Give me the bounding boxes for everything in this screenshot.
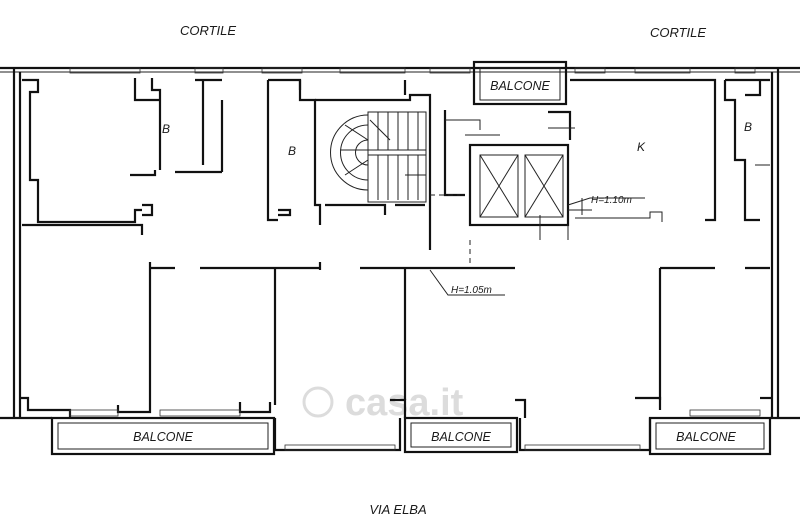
courtyard-label-left: CORTILE [180, 23, 236, 38]
room-walls-upper-right [723, 78, 770, 222]
room-label-bath-3: B [744, 120, 752, 134]
room-walls-lower [148, 262, 770, 405]
balcony-bottom-left [50, 416, 276, 456]
room-label-bath-1: B [162, 122, 170, 136]
balcony-top [472, 60, 568, 106]
balcony-label-top: BALCONE [490, 79, 550, 93]
leader-line-h110 [567, 197, 645, 206]
balcony-label-center: BALCONE [431, 430, 491, 444]
height-note-105: H=1.05m [451, 285, 492, 296]
balcony-bottom-center [403, 416, 519, 454]
top-windows [69, 67, 756, 74]
height-note-110: H=1.10m [591, 195, 632, 206]
elevator-shafts [468, 143, 570, 227]
leader-line-h105 [429, 269, 505, 296]
room-label-kitchen: K [637, 140, 646, 154]
room-walls-center-left [266, 78, 432, 250]
courtyard-label-right: CORTILE [650, 25, 706, 40]
balcony-label-left: BALCONE [133, 430, 193, 444]
street-label: VIA ELBA [369, 502, 426, 517]
balcony-label-right: BALCONE [676, 430, 736, 444]
room-walls-upper-left [22, 78, 224, 235]
balcony-bottom-right [648, 416, 772, 456]
core-partitions [430, 110, 575, 265]
room-label-bath-2: B [288, 144, 296, 158]
staircase [330, 111, 427, 203]
exterior-walls [12, 68, 780, 418]
